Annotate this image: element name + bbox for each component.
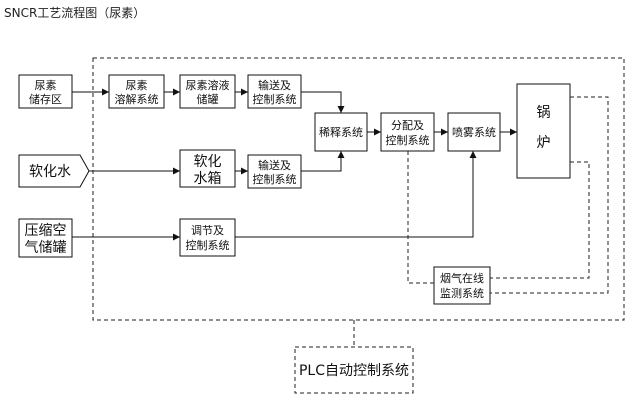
transport-ctrl-2-label-1: 输送及 (258, 158, 291, 172)
system-boundary (92, 57, 625, 321)
boiler-label-2: 炉 (537, 135, 551, 151)
regulate-ctrl-box (179, 218, 236, 257)
urea-dissolve-label-1: 尿素 (126, 79, 148, 92)
dilution-label: 稀释系统 (319, 126, 363, 139)
arrow-transport-dilution (301, 91, 345, 113)
urea-storage-box (18, 74, 73, 109)
urea-tank-box (179, 74, 236, 109)
distribution-ctrl-label-1: 分配及 (391, 119, 424, 132)
urea-tank-label-1: 尿素溶液 (186, 78, 230, 92)
flue-monitor-label-2: 监测系统 (440, 287, 484, 300)
urea-storage-label-2: 储存区 (29, 92, 62, 106)
soft-water-tank-box (179, 149, 236, 188)
soft-water-tank-label-1: 软化 (194, 154, 222, 170)
regulate-ctrl-label-2: 控制系统 (186, 238, 230, 252)
arrow-regulate-spray (235, 151, 477, 238)
plc-label: PLC自动控制系统 (299, 363, 409, 379)
flue-monitor-box (433, 266, 491, 305)
compressed-air-label-2: 气储罐 (25, 240, 67, 256)
page-title: SNCR工艺流程图（尿素） (4, 6, 146, 20)
soft-water-tank-label-2: 水箱 (194, 171, 222, 187)
arrow-transport2-dilution (301, 151, 345, 172)
boiler-box (516, 83, 571, 179)
urea-dissolve-label-2: 溶解系统 (115, 92, 159, 106)
flue-monitor-label-1: 烟气在线 (440, 271, 484, 285)
transport-ctrl-1-label-1: 输送及 (258, 78, 291, 92)
spray-label: 喷雾系统 (452, 126, 496, 139)
soft-water-label: 软化水 (29, 164, 71, 180)
regulate-ctrl-label-1: 调节及 (191, 224, 224, 237)
transport-ctrl-2-box (247, 154, 302, 189)
dash-distribution-monitor (407, 151, 434, 284)
dash-boiler-monitor-outer (490, 96, 609, 294)
spray-box (447, 112, 501, 152)
distribution-ctrl-label-2: 控制系统 (386, 133, 430, 147)
transport-ctrl-2-label-2: 控制系统 (253, 172, 297, 186)
compressed-air-label-1: 压缩空 (25, 223, 67, 239)
plc-box (294, 346, 414, 394)
compressed-air-box (18, 218, 73, 258)
dash-boiler-monitor-inner (490, 161, 590, 279)
transport-ctrl-1-label-2: 控制系统 (253, 92, 297, 106)
urea-tank-label-2: 储罐 (197, 92, 219, 106)
urea-storage-label-1: 尿素 (35, 79, 57, 92)
boiler-label-1: 锅 (537, 105, 551, 121)
soft-water-box (18, 154, 90, 188)
